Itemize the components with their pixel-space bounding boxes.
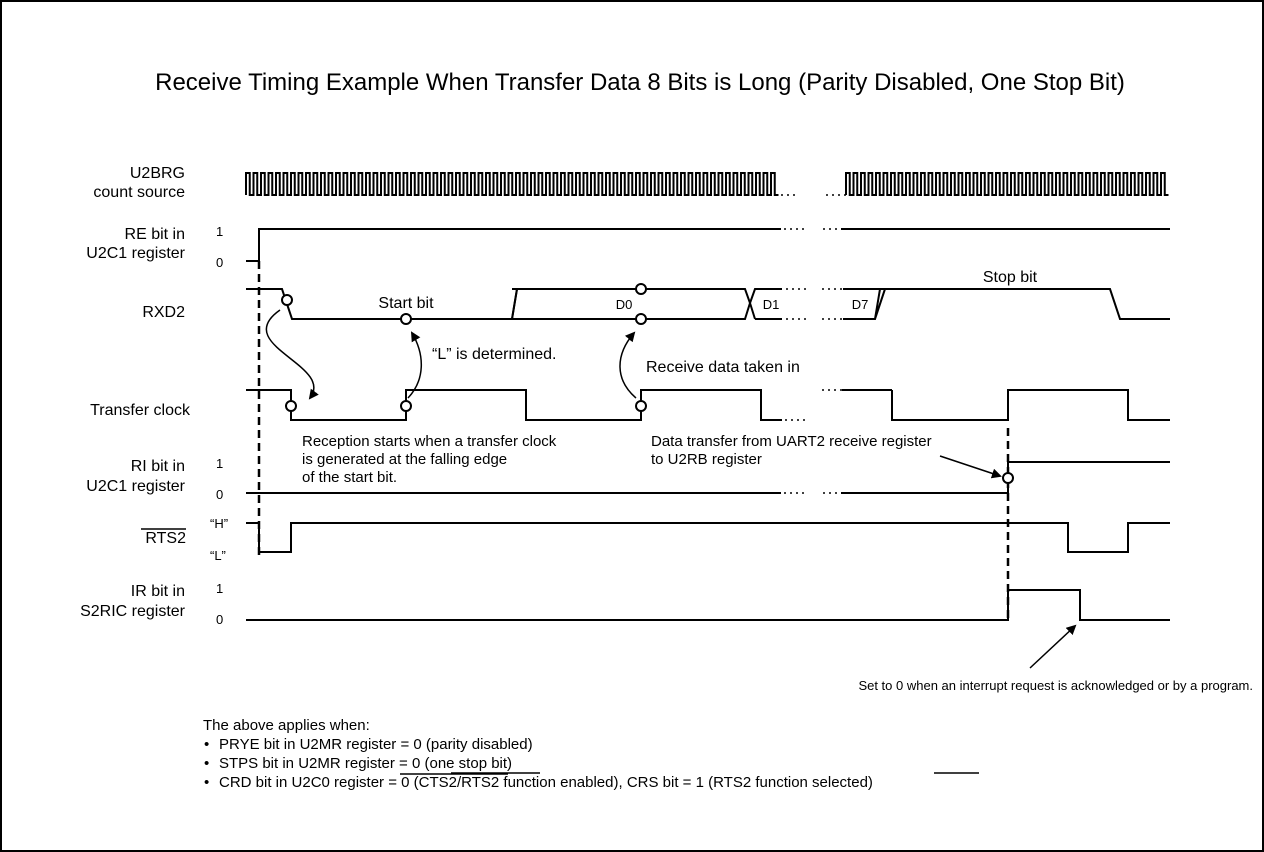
condition-bullet-2: •: [204, 755, 209, 772]
receive-taken-note: Receive data taken in: [646, 359, 800, 376]
rxd2-falling-edge-marker: [281, 294, 293, 306]
rxd2-d1-cell: [749, 288, 782, 320]
clock-rise-marker-1: [400, 400, 412, 412]
re-label-line2: U2C1 register: [86, 245, 185, 262]
data-transfer-note-line1: Data transfer from UART2 receive registe…: [651, 433, 932, 450]
ir-level-1: 1: [216, 581, 223, 596]
l-determined-note: “L” is determined.: [432, 346, 557, 363]
ir-label-line1: IR bit in: [131, 583, 185, 600]
start-bit-label: Start bit: [378, 295, 434, 312]
transfer-clock-waveform: [246, 389, 1170, 421]
data-transfer-note-line2: to U2RB register: [651, 451, 762, 468]
re-waveform: [246, 228, 1170, 262]
ir-label-line2: S2RIC register: [80, 603, 186, 620]
data-transfer-arrow: [939, 455, 1002, 479]
conditions-intro: The above applies when:: [203, 717, 370, 734]
transfer-clock-label: Transfer clock: [90, 402, 191, 419]
condition-item-1: PRYE bit in U2MR register = 0 (parity di…: [219, 736, 533, 753]
edge-to-clock-arrow: [265, 309, 319, 400]
rxd2-d7-stop-segment: [843, 288, 1170, 320]
set-to-zero-note: Set to 0 when an interrupt request is ac…: [858, 678, 1253, 693]
u2brg-waveform: [245, 172, 1169, 196]
rts2-level-l: “L”: [210, 548, 226, 563]
figure-title: Receive Timing Example When Transfer Dat…: [155, 69, 1125, 96]
u2brg-pulses-right: [845, 172, 1169, 196]
condition-item-2: STPS bit in U2MR register = 0 (one stop …: [219, 755, 512, 772]
clock-start-marker: [285, 400, 297, 412]
ri-label-line1: RI bit in: [131, 458, 185, 475]
l-determined-arrow: [407, 331, 423, 399]
set-to-zero-arrow: [1029, 624, 1077, 669]
d0-label: D0: [616, 297, 633, 312]
re-level-0: 0: [216, 255, 223, 270]
u2brg-label-line1: U2BRG: [130, 165, 185, 182]
ri-level-0: 0: [216, 487, 223, 502]
start-bit-sample-marker: [400, 313, 412, 325]
rxd2-label: RXD2: [142, 304, 185, 321]
ri-set-marker: [1002, 472, 1014, 484]
rxd2-continuation: [786, 288, 842, 320]
condition-bullet-3: •: [204, 774, 209, 791]
d0-sample-low-marker: [635, 313, 647, 325]
re-level-1: 1: [216, 224, 223, 239]
transfer-clock-continuation: [785, 389, 892, 421]
reception-starts-note-line2: is generated at the falling edge: [302, 451, 507, 468]
clock-rise-marker-2: [635, 400, 647, 412]
re-label-line1: RE bit in: [125, 226, 185, 243]
reception-starts-note-line3: of the start bit.: [302, 469, 397, 486]
ri-level-1: 1: [216, 456, 223, 471]
ri-label-line2: U2C1 register: [86, 478, 185, 495]
ir-level-0: 0: [216, 612, 223, 627]
rts2-level-h: “H”: [210, 516, 228, 531]
d7-label: D7: [852, 297, 869, 312]
stop-bit-label: Stop bit: [983, 269, 1038, 286]
condition-item-3: CRD bit in U2C0 register = 0 (CTS2/RTS2 …: [219, 774, 873, 791]
rts2-waveform: [246, 522, 1170, 553]
ir-waveform: [246, 589, 1170, 621]
reception-starts-note-line1: Reception starts when a transfer clock: [302, 433, 557, 450]
condition-bullet-1: •: [204, 736, 209, 753]
receive-taken-arrow: [619, 331, 637, 399]
u2brg-pulses-left: [245, 172, 779, 196]
u2brg-label-line2: count source: [93, 184, 185, 201]
d1-label: D1: [763, 297, 780, 312]
rts2-label: RTS2: [145, 530, 186, 547]
d0-sample-high-marker: [635, 283, 647, 295]
